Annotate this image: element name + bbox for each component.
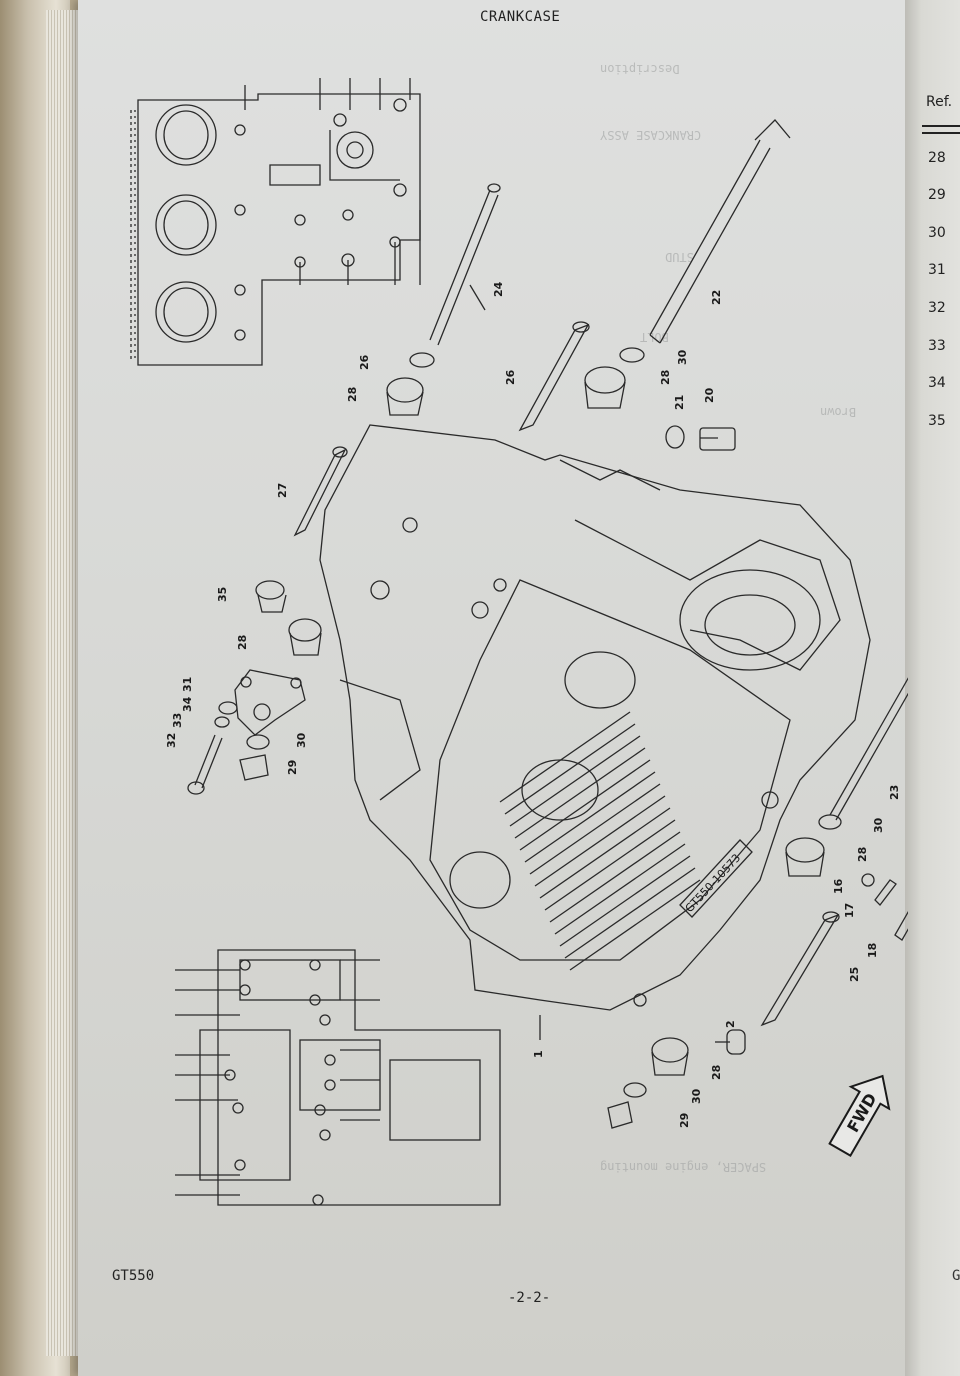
ref-number: 32 bbox=[928, 300, 946, 316]
page-number: -2-2- bbox=[508, 1290, 551, 1306]
page-title: CRANKCASE bbox=[480, 9, 561, 25]
callout-23: 23 bbox=[888, 785, 901, 800]
callout-18: 18 bbox=[866, 943, 879, 958]
inset-bottom-view bbox=[175, 949, 501, 1206]
callout-27: 27 bbox=[276, 483, 289, 498]
callout-22: 22 bbox=[710, 290, 723, 305]
callout-30c: 30 bbox=[872, 817, 885, 833]
callout-25: 25 bbox=[848, 967, 861, 982]
callout-28c: 28 bbox=[236, 635, 249, 650]
callout-2: 2 bbox=[724, 1020, 737, 1028]
callout-30d: 30 bbox=[690, 1088, 703, 1104]
callout-26a: 26 bbox=[358, 354, 371, 370]
callout-1: 1 bbox=[532, 1050, 545, 1058]
callout-32: 32 bbox=[165, 733, 178, 748]
exploded-view-diagram: FWD GT550-10573 1 2 16 17 18 20 21 22 23… bbox=[130, 78, 908, 1206]
washer-30-a bbox=[619, 347, 645, 363]
ref-number: 29 bbox=[928, 187, 946, 203]
callout-35: 35 bbox=[216, 587, 229, 602]
callout-28d: 28 bbox=[856, 847, 869, 862]
callout-21: 21 bbox=[673, 395, 686, 410]
washer-34-33 bbox=[214, 701, 238, 728]
nut-28-e bbox=[651, 1037, 689, 1076]
nut-28-a bbox=[386, 377, 424, 416]
callout-17: 17 bbox=[843, 903, 856, 918]
model-label: GT550 bbox=[112, 1268, 155, 1284]
stud-24 bbox=[429, 183, 501, 346]
nut-29-a bbox=[239, 754, 269, 781]
washer-21 bbox=[665, 425, 685, 449]
callout-28e: 28 bbox=[710, 1065, 723, 1080]
callout-34: 34 bbox=[181, 696, 194, 712]
washer-26 bbox=[409, 352, 435, 368]
washer-30-c bbox=[818, 814, 842, 830]
bolt-17-18 bbox=[874, 879, 908, 941]
callout-24: 24 bbox=[492, 281, 505, 297]
callout-30a: 30 bbox=[676, 349, 689, 365]
callout-28a: 28 bbox=[346, 387, 359, 402]
ref-number: 35 bbox=[928, 413, 946, 429]
ref-column-header: Ref. bbox=[926, 94, 953, 110]
dowel-25 bbox=[760, 911, 840, 1027]
callout-30b: 30 bbox=[295, 732, 308, 748]
callout-26b: 26 bbox=[504, 369, 517, 385]
callouts: 1 2 16 17 18 20 21 22 23 24 25 26 26 27 … bbox=[165, 281, 901, 1128]
ref-header-rule bbox=[922, 125, 960, 134]
callout-28b: 28 bbox=[659, 370, 672, 385]
ref-number: 33 bbox=[928, 338, 946, 354]
ref-number: 34 bbox=[928, 375, 946, 391]
engine-stamp: GT550-10573 bbox=[683, 851, 744, 915]
callout-16: 16 bbox=[832, 878, 845, 894]
callout-33: 33 bbox=[171, 713, 184, 728]
washer-30-b bbox=[246, 734, 270, 750]
dowel-27 bbox=[293, 446, 348, 537]
right-page-edge bbox=[905, 0, 960, 1376]
stud-23 bbox=[829, 677, 908, 821]
ref-number: 31 bbox=[928, 262, 946, 278]
inset-top-view bbox=[130, 78, 421, 366]
callout-31: 31 bbox=[181, 677, 194, 692]
nut-28-b bbox=[584, 366, 626, 409]
nut-28-c bbox=[288, 618, 322, 656]
right-page-footer-fragment: G bbox=[952, 1268, 960, 1284]
callout-29a: 29 bbox=[286, 760, 299, 775]
plate-31 bbox=[234, 669, 306, 736]
nut-29-b bbox=[607, 1101, 633, 1129]
nut-16 bbox=[861, 873, 875, 887]
bolt-20 bbox=[699, 427, 736, 451]
ref-number: 28 bbox=[928, 150, 946, 166]
nut-28-d bbox=[785, 837, 825, 877]
fwd-arrow: FWD bbox=[828, 1074, 891, 1158]
page-stack-edges bbox=[46, 10, 80, 1356]
callout-20: 20 bbox=[703, 387, 716, 403]
bolt-32 bbox=[187, 734, 223, 795]
ref-number: 30 bbox=[928, 225, 946, 241]
callout-29b: 29 bbox=[678, 1113, 691, 1128]
plug-35 bbox=[255, 580, 287, 613]
long-bolt-22 bbox=[649, 119, 791, 344]
washer-30-d bbox=[623, 1082, 647, 1098]
dowel-26 bbox=[518, 321, 590, 432]
crankcase-body bbox=[319, 424, 871, 1011]
